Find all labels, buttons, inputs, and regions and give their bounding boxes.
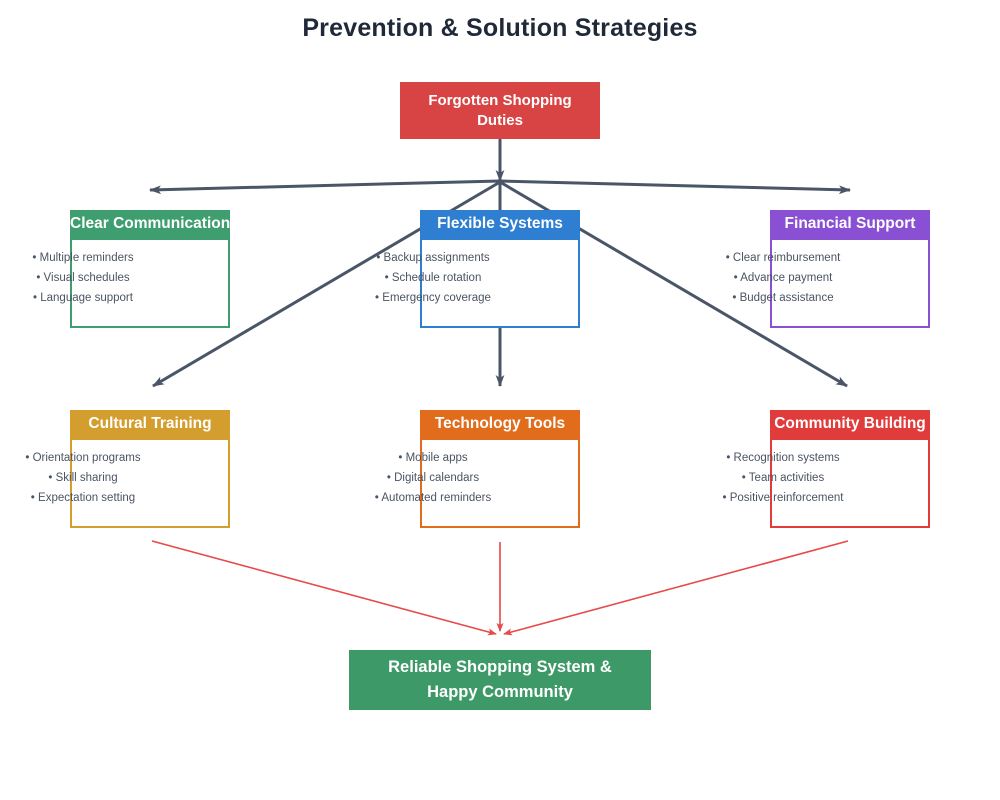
node-body: • Multiple reminders • Visual schedules … [32, 238, 230, 328]
node-body: • Orientation programs • Skill sharing •… [25, 438, 230, 528]
bullet-item: • Backup assignments [376, 252, 490, 264]
bullet-item: • Multiple reminders [32, 252, 134, 264]
node-outcome[interactable]: Reliable Shopping System & Happy Communi… [349, 650, 651, 710]
node-body: • Clear reimbursement • Advance payment … [726, 238, 930, 328]
bullet-item: • Emergency coverage [375, 292, 491, 304]
node-bullet-list: • Mobile apps • Digital calendars • Auto… [353, 448, 513, 508]
node-technology-tools[interactable]: Technology Tools • Mobile apps • Digital… [375, 410, 580, 528]
node-header: Clear Communication [70, 210, 230, 238]
node-header: Flexible Systems [420, 210, 580, 238]
node-bullet-list: • Orientation programs • Skill sharing •… [3, 448, 163, 508]
bullet-item: • Positive reinforcement [722, 492, 844, 504]
node-clear-communication[interactable]: Clear Communication • Multiple reminders… [32, 210, 230, 328]
node-body: • Backup assignments • Schedule rotation… [375, 238, 580, 328]
bullet-item: • Recognition systems [726, 452, 840, 464]
node-header: Technology Tools [420, 410, 580, 438]
page-title: Prevention & Solution Strategies [302, 14, 698, 42]
bullet-item: • Visual schedules [36, 272, 130, 284]
arrow-hub-to-financial-support [499, 179, 851, 195]
bullet-item: • Expectation setting [30, 492, 136, 504]
node-label: Forgotten Shopping Duties [428, 91, 572, 129]
node-header: Cultural Training [70, 410, 230, 438]
bullet-item: • Mobile apps [398, 452, 468, 464]
bullet-item: • Digital calendars [386, 472, 480, 484]
node-community-building[interactable]: Community Building • Recognition systems… [723, 410, 930, 528]
bullet-item: • Clear reimbursement [725, 252, 841, 264]
node-body: • Mobile apps • Digital calendars • Auto… [375, 438, 580, 528]
node-bullet-list: • Recognition systems • Team activities … [703, 448, 863, 508]
arrow-cultural-training-to-outcome [151, 540, 497, 636]
arrow-hub-to-clear-communication [149, 179, 501, 195]
bullet-item: • Budget assistance [732, 292, 834, 304]
node-header: Community Building [770, 410, 930, 438]
bullet-item: • Language support [33, 292, 133, 304]
bullet-item: • Advance payment [733, 272, 833, 284]
bullet-item: • Automated reminders [374, 492, 492, 504]
node-label: Reliable Shopping System & Happy Communi… [388, 658, 612, 701]
node-financial-support[interactable]: Financial Support • Clear reimbursement … [726, 210, 930, 328]
node-forgotten-shopping-duties[interactable]: Forgotten Shopping Duties [400, 82, 600, 139]
arrow-community-building-to-outcome [503, 540, 849, 636]
node-bullet-list: • Multiple reminders • Visual schedules … [3, 248, 163, 308]
node-bullet-list: • Clear reimbursement • Advance payment … [703, 248, 863, 308]
bullet-item: • Schedule rotation [384, 272, 482, 284]
node-cultural-training[interactable]: Cultural Training • Orientation programs… [25, 410, 230, 528]
bullet-item: • Skill sharing [48, 472, 118, 484]
bullet-item: • Team activities [741, 472, 825, 484]
node-bullet-list: • Backup assignments • Schedule rotation… [353, 248, 513, 308]
node-header: Financial Support [770, 210, 930, 238]
bullet-item: • Orientation programs [25, 452, 141, 464]
node-body: • Recognition systems • Team activities … [723, 438, 930, 528]
node-flexible-systems[interactable]: Flexible Systems • Backup assignments • … [375, 210, 580, 328]
